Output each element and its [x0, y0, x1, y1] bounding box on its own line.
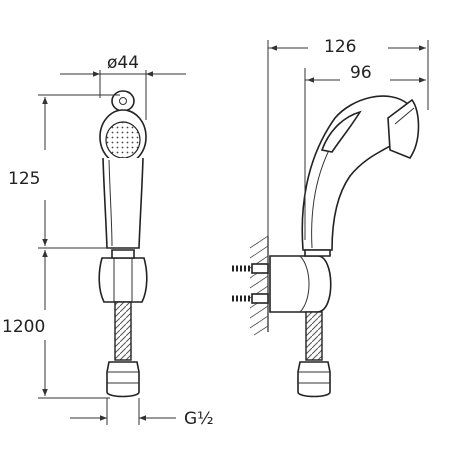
- wall-screws: [232, 263, 269, 304]
- trigger-lever: [320, 110, 362, 153]
- handset-holder: [98, 257, 148, 303]
- wall-bracket: [269, 255, 332, 313]
- hose-nut-side: [297, 361, 331, 398]
- right-dimensions: 126 96: [267, 37, 429, 240]
- hose-nut: [106, 361, 140, 398]
- dim-handle-reach-label: 96: [350, 63, 372, 83]
- dim-total-reach-label: 126: [324, 37, 356, 57]
- hang-loop-hole: [119, 97, 127, 105]
- dim-hose-length-label: 1200: [2, 317, 45, 337]
- dim-handset-height-label: 125: [8, 169, 40, 189]
- handset-handle: [102, 157, 144, 249]
- dim-diameter-label: ø44: [107, 53, 139, 73]
- spray-head-side: [387, 98, 420, 159]
- wall-hatch: [249, 235, 269, 336]
- left-dimensions: ø44 125 1200 G½: [2, 53, 214, 429]
- hang-loop: [111, 90, 135, 112]
- front-view: [98, 90, 148, 398]
- side-view: [232, 95, 420, 398]
- shower-hose: [114, 301, 132, 361]
- shower-hose-side: [305, 311, 323, 361]
- thread-label: G½: [184, 409, 214, 429]
- spray-nozzles: [105, 121, 141, 159]
